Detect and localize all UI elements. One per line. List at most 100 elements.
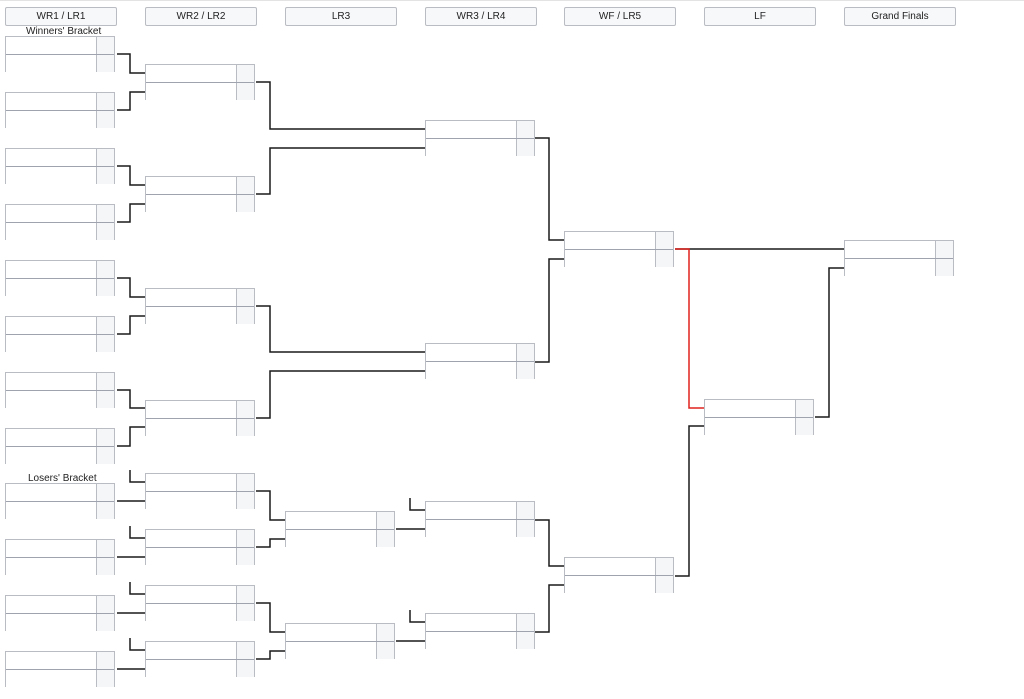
lr4-match-1[interactable]: [425, 501, 535, 537]
player-name-cell[interactable]: [6, 391, 97, 408]
player-name-cell[interactable]: [286, 530, 377, 547]
player-name-cell[interactable]: [6, 429, 97, 446]
top-player-slot[interactable]: [6, 37, 114, 55]
player-name-cell[interactable]: [286, 642, 377, 659]
score-cell[interactable]: [96, 558, 114, 575]
score-cell[interactable]: [96, 614, 114, 631]
player-name-cell[interactable]: [6, 279, 97, 296]
score-cell[interactable]: [96, 279, 114, 296]
score-cell[interactable]: [655, 576, 673, 593]
score-cell[interactable]: [236, 65, 254, 82]
bottom-player-slot[interactable]: [6, 111, 114, 128]
player-name-cell[interactable]: [426, 632, 517, 649]
player-name-cell[interactable]: [6, 540, 97, 557]
lr3-match-1[interactable]: [285, 511, 395, 547]
bottom-player-slot[interactable]: [6, 279, 114, 296]
bottom-player-slot[interactable]: [146, 548, 254, 565]
lr1-match-3[interactable]: [5, 595, 115, 631]
top-player-slot[interactable]: [426, 502, 534, 520]
wr2-match-4[interactable]: [145, 400, 255, 436]
score-cell[interactable]: [236, 83, 254, 100]
score-cell[interactable]: [236, 660, 254, 677]
player-name-cell[interactable]: [6, 652, 97, 669]
score-cell[interactable]: [96, 111, 114, 128]
score-cell[interactable]: [96, 502, 114, 519]
player-name-cell[interactable]: [146, 307, 237, 324]
wr1-match-6[interactable]: [5, 316, 115, 352]
score-cell[interactable]: [96, 37, 114, 54]
player-name-cell[interactable]: [426, 344, 517, 361]
player-name-cell[interactable]: [705, 400, 796, 417]
wr3-match-2[interactable]: [425, 343, 535, 379]
player-name-cell[interactable]: [426, 520, 517, 537]
wr3-match-1[interactable]: [425, 120, 535, 156]
bottom-player-slot[interactable]: [426, 520, 534, 537]
score-cell[interactable]: [236, 642, 254, 659]
bottom-player-slot[interactable]: [845, 259, 953, 276]
score-cell[interactable]: [655, 250, 673, 267]
score-cell[interactable]: [376, 530, 394, 547]
score-cell[interactable]: [96, 447, 114, 464]
player-name-cell[interactable]: [6, 447, 97, 464]
score-cell[interactable]: [236, 307, 254, 324]
top-player-slot[interactable]: [6, 373, 114, 391]
bottom-player-slot[interactable]: [426, 362, 534, 379]
bottom-player-slot[interactable]: [146, 195, 254, 212]
round-header-grand-finals[interactable]: Grand Finals: [844, 7, 956, 26]
wr1-match-3[interactable]: [5, 148, 115, 184]
player-name-cell[interactable]: [845, 259, 936, 276]
top-player-slot[interactable]: [705, 400, 813, 418]
player-name-cell[interactable]: [146, 548, 237, 565]
bottom-player-slot[interactable]: [6, 223, 114, 240]
score-cell[interactable]: [376, 642, 394, 659]
player-name-cell[interactable]: [6, 55, 97, 72]
player-name-cell[interactable]: [6, 111, 97, 128]
player-name-cell[interactable]: [286, 624, 377, 641]
top-player-slot[interactable]: [146, 474, 254, 492]
player-name-cell[interactable]: [146, 177, 237, 194]
player-name-cell[interactable]: [146, 289, 237, 306]
player-name-cell[interactable]: [286, 512, 377, 529]
bottom-player-slot[interactable]: [6, 55, 114, 72]
player-name-cell[interactable]: [146, 65, 237, 82]
player-name-cell[interactable]: [6, 558, 97, 575]
score-cell[interactable]: [236, 530, 254, 547]
bottom-player-slot[interactable]: [286, 642, 394, 659]
top-player-slot[interactable]: [426, 344, 534, 362]
score-cell[interactable]: [236, 548, 254, 565]
player-name-cell[interactable]: [146, 401, 237, 418]
top-player-slot[interactable]: [6, 429, 114, 447]
lr2-match-1[interactable]: [145, 473, 255, 509]
bottom-player-slot[interactable]: [426, 632, 534, 649]
bottom-player-slot[interactable]: [286, 530, 394, 547]
round-header-wr3-lr4[interactable]: WR3 / LR4: [425, 7, 537, 26]
score-cell[interactable]: [795, 418, 813, 435]
wr1-match-2[interactable]: [5, 92, 115, 128]
player-name-cell[interactable]: [6, 149, 97, 166]
score-cell[interactable]: [96, 391, 114, 408]
lr1-match-1[interactable]: [5, 483, 115, 519]
player-name-cell[interactable]: [146, 586, 237, 603]
score-cell[interactable]: [96, 223, 114, 240]
round-header-lr3[interactable]: LR3: [285, 7, 397, 26]
score-cell[interactable]: [516, 362, 534, 379]
top-player-slot[interactable]: [6, 596, 114, 614]
player-name-cell[interactable]: [565, 576, 656, 593]
winners-final-match[interactable]: [564, 231, 674, 267]
score-cell[interactable]: [96, 652, 114, 669]
player-name-cell[interactable]: [6, 223, 97, 240]
bottom-player-slot[interactable]: [426, 139, 534, 156]
bottom-player-slot[interactable]: [146, 419, 254, 436]
bottom-player-slot[interactable]: [6, 558, 114, 575]
player-name-cell[interactable]: [146, 604, 237, 621]
player-name-cell[interactable]: [6, 614, 97, 631]
wr1-match-1[interactable]: [5, 36, 115, 72]
lr2-match-3[interactable]: [145, 585, 255, 621]
lr4-match-2[interactable]: [425, 613, 535, 649]
score-cell[interactable]: [236, 474, 254, 491]
player-name-cell[interactable]: [6, 596, 97, 613]
player-name-cell[interactable]: [426, 121, 517, 138]
score-cell[interactable]: [935, 241, 953, 258]
wr1-match-8[interactable]: [5, 428, 115, 464]
score-cell[interactable]: [236, 195, 254, 212]
